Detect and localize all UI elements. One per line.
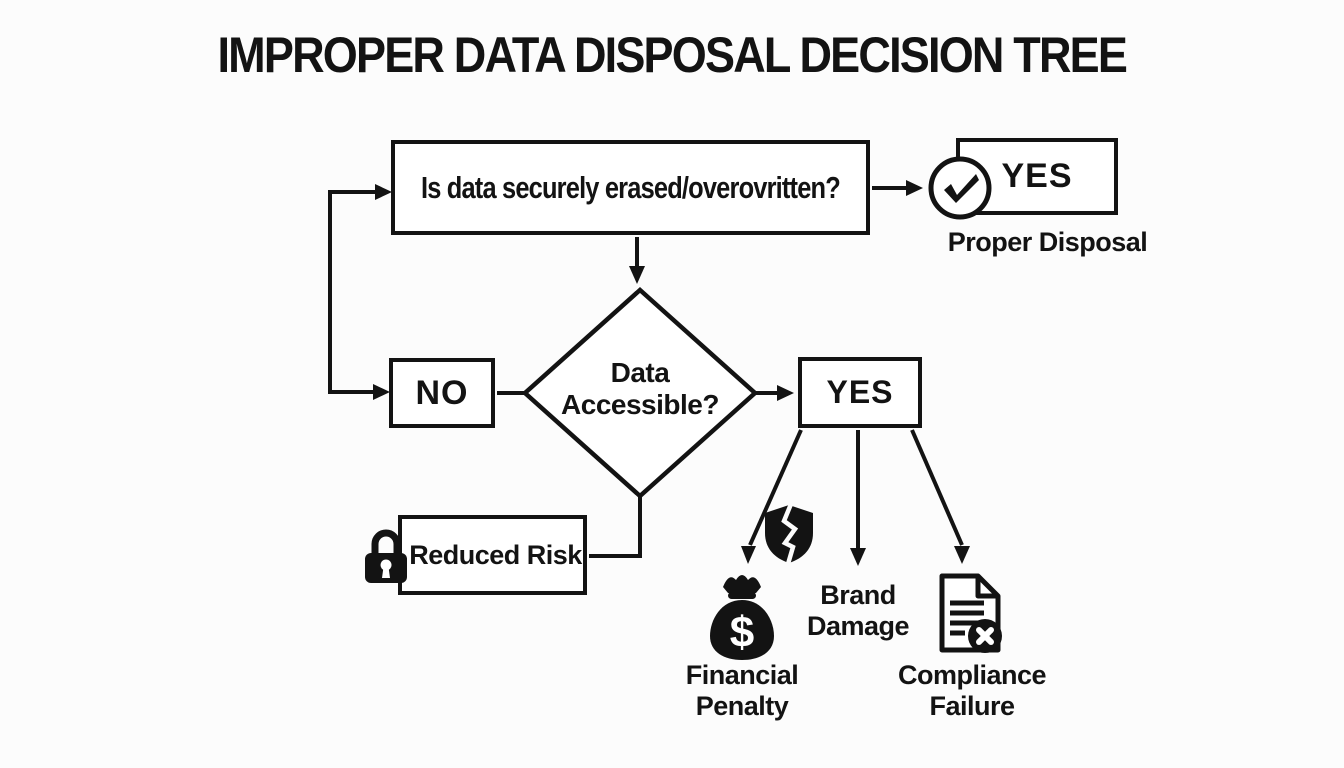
diagram-title-text: IMPROPER DATA DISPOSAL DECISION TREE	[217, 27, 1128, 83]
compliance-line2: Failure	[929, 691, 1015, 721]
yes-proper-label: YES	[1001, 157, 1073, 195]
arrowhead-into-decision	[629, 266, 645, 284]
brand-line1: Brand	[820, 580, 896, 610]
broken-shield-icon	[765, 503, 813, 565]
money-bag-icon: $	[710, 575, 774, 660]
compliance-failure-caption: Compliance Failure	[892, 660, 1052, 722]
reduced-risk-box: Reduced Risk	[398, 515, 587, 595]
decision-diamond-label: Data Accessible?	[545, 357, 735, 421]
proper-disposal-caption: Proper Disposal	[947, 227, 1148, 257]
arrowhead-into-check	[906, 180, 923, 196]
question-box: Is data securely erased/overovritten?	[391, 140, 870, 235]
arrowhead-into-no	[373, 384, 390, 400]
money-bag-dollar: $	[730, 608, 754, 657]
decision-line2: Accessible?	[561, 389, 719, 420]
check-circle-icon	[928, 156, 992, 220]
financial-line1: Financial	[685, 660, 799, 690]
edge-no-loop	[328, 190, 379, 394]
edge-yes-to-compliance	[910, 429, 964, 546]
brand-line2: Damage	[806, 611, 910, 641]
arrowhead-to-brand	[850, 548, 866, 566]
brand-damage-caption: Brand Damage	[788, 580, 928, 642]
compliance-line1: Compliance	[897, 660, 1047, 690]
document-x-icon	[939, 573, 1002, 653]
yes-accessible-label: YES	[826, 374, 894, 410]
padlock-icon	[365, 529, 407, 583]
no-box-label: NO	[415, 373, 469, 412]
decision-line1: Data	[610, 357, 670, 388]
arrowhead-into-yes	[777, 385, 794, 401]
decision-diamond-shape	[521, 286, 759, 500]
financial-penalty-caption: Financial Penalty	[672, 660, 812, 722]
question-box-label: Is data securely erased/overovritten?	[421, 169, 841, 205]
financial-line2: Penalty	[695, 691, 789, 721]
yes-accessible-box: YES	[798, 357, 922, 428]
diagram-title: IMPROPER DATA DISPOSAL DECISION TREE	[0, 26, 1344, 84]
edge-yes-to-financial	[748, 429, 803, 546]
reduced-risk-label: Reduced Risk	[409, 539, 582, 570]
arrowhead-to-financial	[741, 546, 756, 564]
arrowhead-into-question	[375, 184, 392, 200]
edge-decision-to-reduced-risk	[589, 494, 642, 558]
no-box: NO	[389, 358, 495, 428]
arrowhead-to-compliance	[954, 546, 970, 564]
